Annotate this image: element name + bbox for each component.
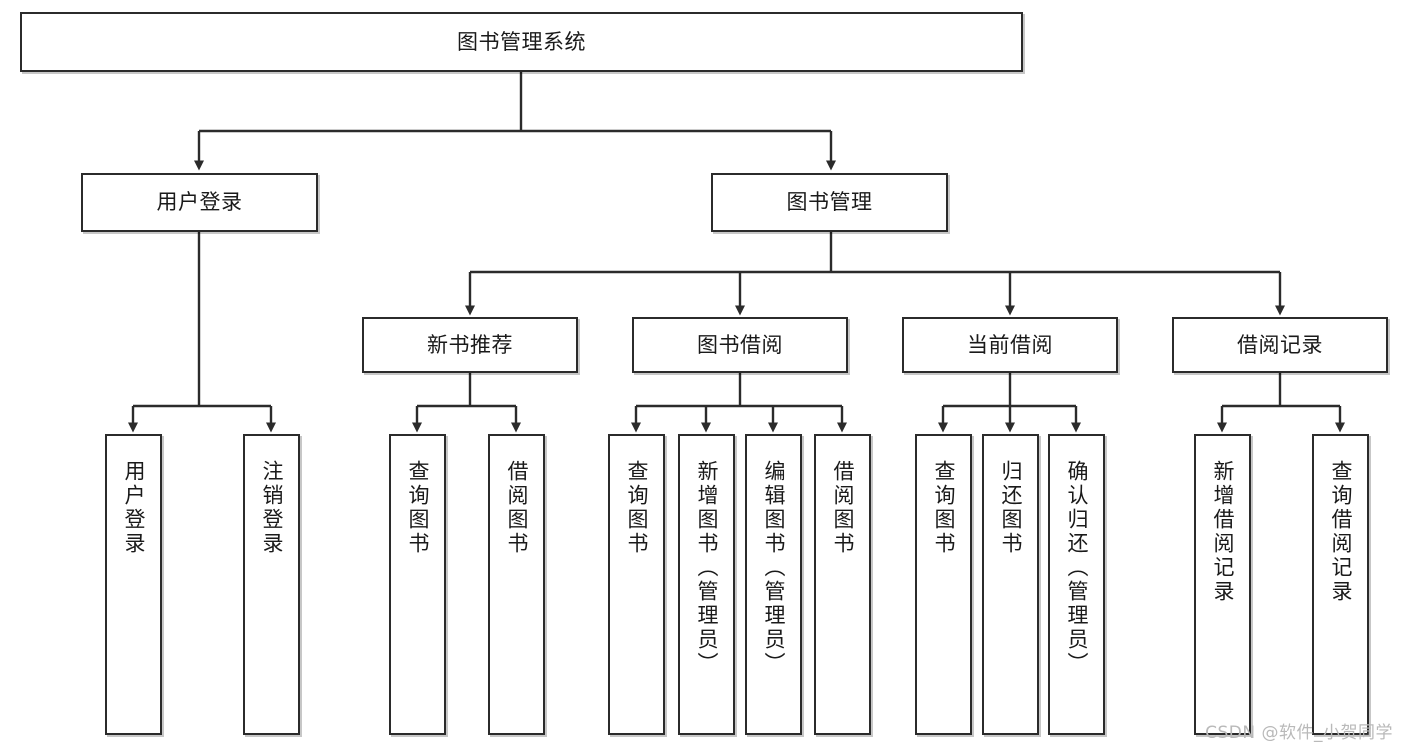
node-label: 新增图书（管理员）: [695, 460, 719, 676]
node-label: 用户登录: [156, 190, 243, 215]
node-label: 借阅图书: [505, 460, 529, 556]
node-label: 确认归还（管理员）: [1065, 460, 1089, 676]
leaf-recommend-query-book[interactable]: 查询图书: [389, 434, 446, 735]
leaf-record-add-borrow-record[interactable]: 新增借阅记录: [1194, 434, 1251, 735]
node-label: 查询借阅记录: [1329, 460, 1353, 604]
node-label: 归还图书: [999, 460, 1023, 556]
node-book-management[interactable]: 图书管理: [711, 173, 948, 232]
leaf-recommend-borrow-book[interactable]: 借阅图书: [488, 434, 545, 735]
node-label: 图书管理: [786, 190, 873, 215]
node-book-borrow[interactable]: 图书借阅: [632, 317, 848, 373]
leaf-user-logout[interactable]: 注销登录: [243, 434, 300, 735]
node-borrow-record[interactable]: 借阅记录: [1172, 317, 1388, 373]
node-label: 借阅记录: [1237, 332, 1323, 357]
node-label: 编辑图书（管理员）: [762, 460, 786, 676]
node-label: 注销登录: [260, 460, 284, 556]
leaf-current-return-book[interactable]: 归还图书: [982, 434, 1039, 735]
csdn-watermark: CSDN @软件_小贺同学: [1205, 723, 1393, 743]
node-label: 新书推荐: [427, 332, 513, 357]
node-label: 当前借阅: [967, 332, 1053, 357]
leaf-current-query-book[interactable]: 查询图书: [915, 434, 972, 735]
leaf-current-confirm-return-admin[interactable]: 确认归还（管理员）: [1048, 434, 1105, 735]
node-user-login[interactable]: 用户登录: [81, 173, 318, 232]
node-label: 图书借阅: [697, 332, 783, 357]
node-new-book-recommend[interactable]: 新书推荐: [362, 317, 578, 373]
node-label: 查询图书: [932, 460, 956, 556]
leaf-user-login[interactable]: 用户登录: [105, 434, 162, 735]
node-label: 查询图书: [406, 460, 430, 556]
leaf-borrow-edit-book-admin[interactable]: 编辑图书（管理员）: [745, 434, 802, 735]
leaf-borrow-borrow-book[interactable]: 借阅图书: [814, 434, 871, 735]
node-label: 新增借阅记录: [1211, 460, 1235, 604]
leaf-borrow-add-book-admin[interactable]: 新增图书（管理员）: [678, 434, 735, 735]
leaf-borrow-query-book[interactable]: 查询图书: [608, 434, 665, 735]
node-root-system[interactable]: 图书管理系统: [20, 12, 1023, 72]
node-label: 借阅图书: [831, 460, 855, 556]
node-label: 查询图书: [625, 460, 649, 556]
node-label: 用户登录: [122, 460, 146, 556]
node-label: 图书管理系统: [457, 29, 586, 54]
node-current-borrow[interactable]: 当前借阅: [902, 317, 1118, 373]
leaf-record-query-borrow-record[interactable]: 查询借阅记录: [1312, 434, 1369, 735]
